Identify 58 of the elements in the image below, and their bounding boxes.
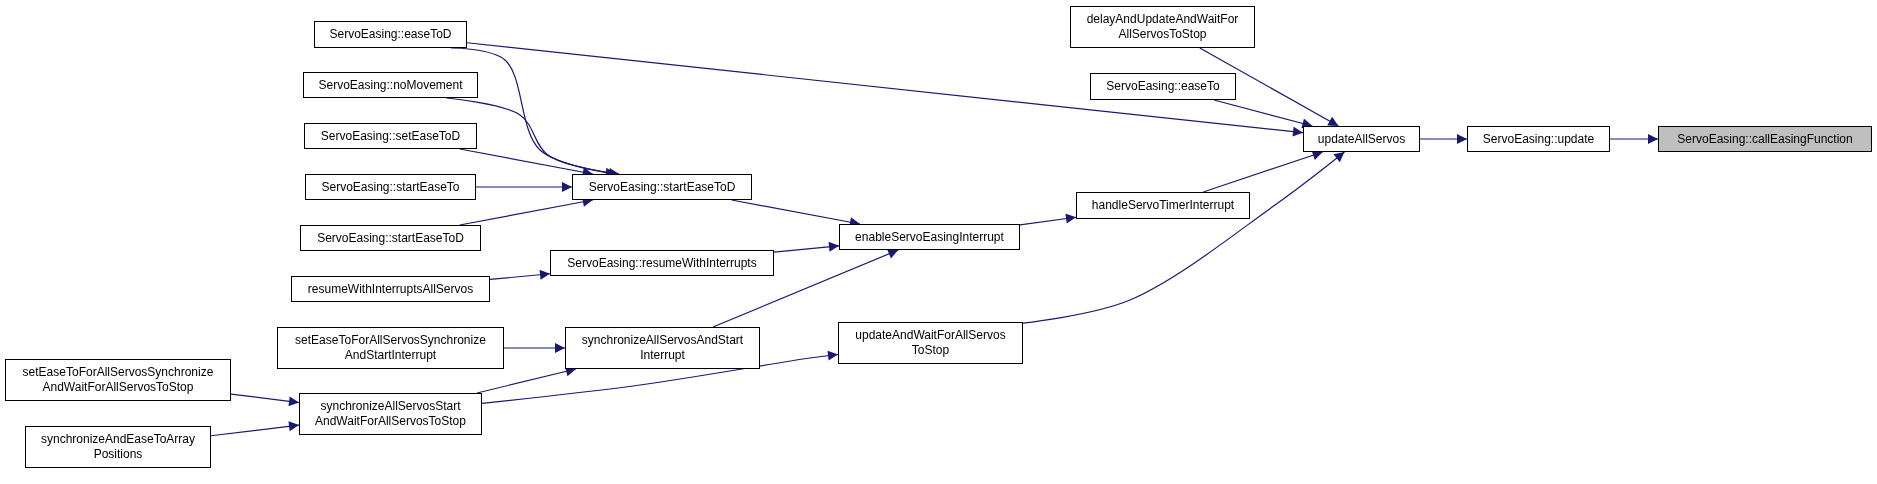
arrow: [1213, 99, 1313, 129]
function-box: [565, 327, 760, 369]
function-name: ServoEasing::easeToD: [329, 27, 452, 42]
function-name: setEaseToForAllServosSynchronize AndStartInterrupt: [294, 333, 487, 363]
function-name: ServoEasing::startEaseToD: [588, 179, 736, 195]
arrow: [1199, 47, 1339, 127]
arrow: [1019, 213, 1077, 226]
arrow: [503, 343, 566, 353]
arrow: [1022, 151, 1346, 324]
function-box: [572, 174, 752, 200]
function-box: [1303, 126, 1420, 152]
arrow: [230, 393, 300, 407]
function-name: ServoEasing::setEaseToD: [320, 128, 461, 144]
function-name: ServoEasing::noMovement: [318, 77, 463, 93]
function-name: handleServoTimerInterrupt: [1091, 198, 1235, 213]
function-name: synchronizeAllServosAndStart Interrupt: [580, 333, 745, 363]
function-box: [839, 224, 1020, 250]
function-box: [299, 393, 482, 435]
function-box: [1090, 73, 1236, 100]
arrow: [466, 42, 1304, 137]
arrow: [210, 421, 300, 437]
function-box: [300, 225, 481, 251]
function-box: [1070, 6, 1255, 48]
function-name: ServoEasing::callEasingFunction: [1677, 131, 1853, 147]
function-box: [291, 276, 490, 302]
function-name: ServoEasing::startEaseToD: [317, 230, 464, 246]
function-box: [305, 174, 476, 200]
function-name: synchronizeAndEaseToArray Positions: [39, 432, 197, 462]
arrow: [773, 241, 840, 253]
function-box: [25, 426, 211, 468]
function-box: [838, 322, 1023, 364]
function-box: [1076, 192, 1250, 219]
function-name: enableServoEasingInterrupt: [855, 229, 1004, 245]
function-name: ServoEasing::easeTo: [1106, 79, 1220, 94]
function-box: [314, 21, 467, 48]
function-name: ServoEasing::startEaseTo: [321, 179, 460, 195]
function-box: [1658, 126, 1872, 152]
function-box: [303, 72, 478, 98]
arrow: [489, 269, 551, 281]
function-name: updateAllServos: [1317, 131, 1406, 147]
function-box: [5, 359, 231, 401]
function-box: [1467, 126, 1610, 152]
arrow: [712, 249, 899, 328]
function-name: resumeWithInterruptsAllServos: [307, 281, 474, 297]
function-name: ServoEasing::update: [1482, 131, 1595, 147]
function-box: [550, 250, 774, 276]
arrow: [1419, 134, 1468, 144]
function-box: [304, 123, 477, 149]
function-name: delayAndUpdateAndWaitFor AllServosToStop: [1085, 12, 1240, 42]
arrow: [1609, 134, 1659, 144]
arrow: [475, 182, 573, 192]
function-name: ServoEasing::resumeWithInterrupts: [567, 255, 757, 271]
function-name: updateAndWaitForAllServos ToStop: [854, 328, 1007, 358]
function-name: synchronizeAllServosStart AndWaitForAllServosToStop: [314, 399, 467, 429]
function-box: [277, 327, 504, 369]
arrow: [1202, 150, 1324, 193]
function-name: setEaseToForAllServosSynchronize AndWaitForAllServosToStop: [21, 365, 215, 395]
arrow: [481, 350, 839, 404]
